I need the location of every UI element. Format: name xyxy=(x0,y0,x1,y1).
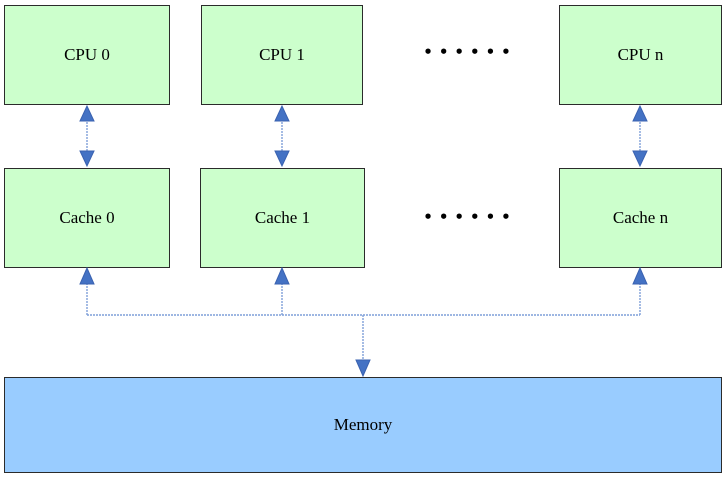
arrow-cpu1-cache1 xyxy=(274,104,290,168)
arrow-bus-cache1 xyxy=(274,266,290,315)
node-cache-1: Cache 1 xyxy=(200,168,365,268)
node-cpu-0: CPU 0 xyxy=(4,5,170,105)
node-memory: Memory xyxy=(4,377,722,473)
arrow-bus-cachen xyxy=(632,266,648,315)
node-cache-0: Cache 0 xyxy=(4,168,170,268)
node-cache-n-label: Cache n xyxy=(612,208,669,227)
node-cache-0-label: Cache 0 xyxy=(59,208,115,227)
node-cache-1-label: Cache 1 xyxy=(254,208,311,227)
node-memory-label: Memory xyxy=(333,415,393,434)
cpu-row-ellipsis: •••••• xyxy=(423,43,517,61)
node-cache-n: Cache n xyxy=(559,168,722,268)
node-cpu-1: CPU 1 xyxy=(201,5,363,105)
node-cpu-0-label: CPU 0 xyxy=(64,45,110,64)
cache-row-ellipsis: •••••• xyxy=(423,208,517,226)
node-cpu-n: CPU n xyxy=(559,5,722,105)
arrow-bus-memory xyxy=(355,315,371,378)
arrow-cpun-cachen xyxy=(632,104,648,168)
node-cpu-1-label: CPU 1 xyxy=(259,45,305,64)
node-cpu-n-label: CPU n xyxy=(617,45,664,64)
arrow-bus-cache0 xyxy=(79,266,95,315)
arrow-cpu0-cache0 xyxy=(79,104,95,168)
